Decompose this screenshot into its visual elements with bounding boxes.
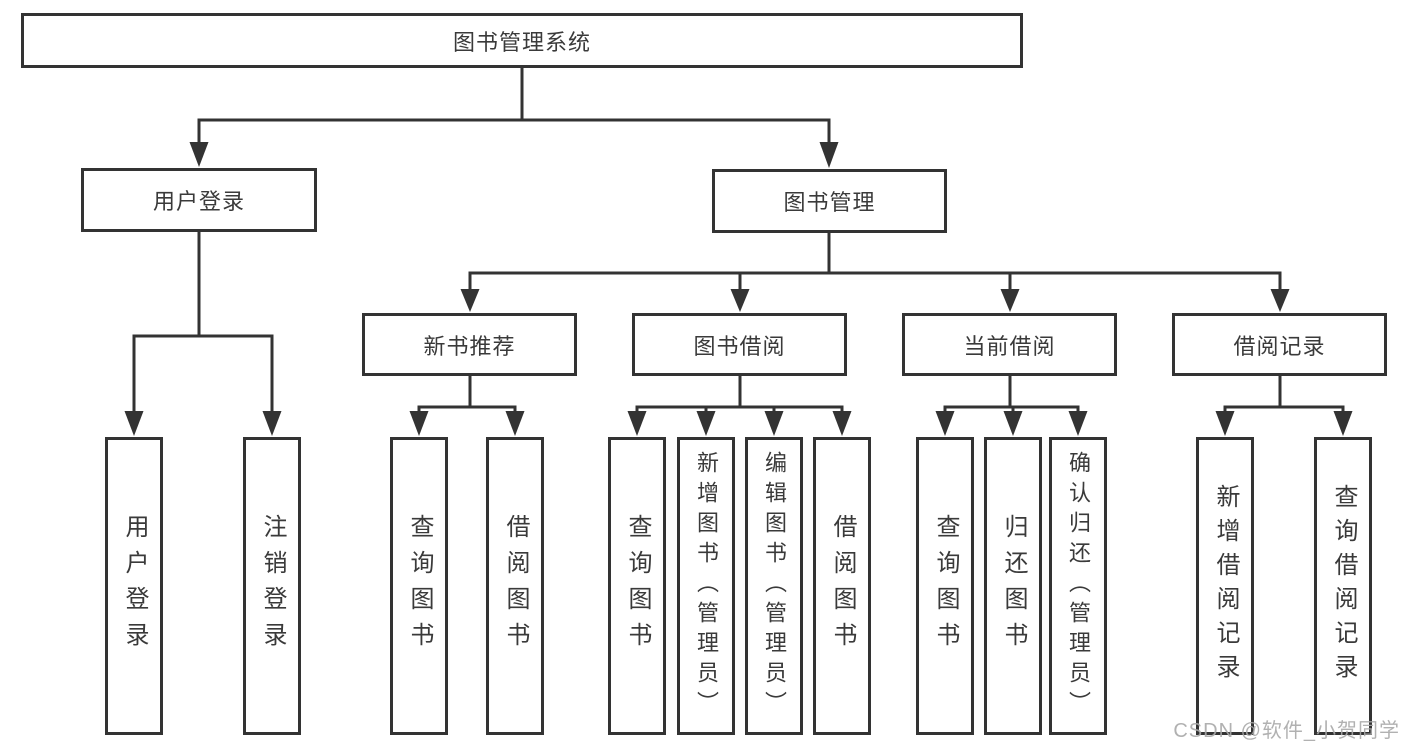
node-label: 图书借阅 (693, 333, 786, 359)
node-user-login: 用户登录 (81, 168, 317, 232)
arrowhead (1068, 411, 1088, 436)
leaf-query-books-recommend: 查询图书 (390, 437, 448, 735)
leaf-borrow-books-recommend: 借阅图书 (486, 437, 544, 735)
node-current-borrowing: 当前借阅 (902, 313, 1117, 376)
arrowhead (1270, 289, 1290, 312)
node-label: 归还图书 (1000, 514, 1027, 658)
arrowhead (832, 411, 852, 436)
node-label: 查询图书 (406, 514, 433, 658)
leaf-edit-books-admin: 编辑图书（管理员） (745, 437, 803, 735)
node-label: 查询图书 (932, 514, 959, 658)
connector-user-login-to-children (124, 230, 282, 436)
node-label: 确认归还（管理员） (1066, 451, 1091, 721)
node-new-book-recommend: 新书推荐 (362, 313, 577, 376)
connector-book-management-to-children (460, 231, 1290, 312)
node-label: 借阅图书 (502, 514, 529, 658)
leaf-query-borrow-record: 查询借阅记录 (1314, 437, 1372, 735)
node-label: 当前借阅 (963, 333, 1056, 359)
node-book-management: 图书管理 (712, 169, 947, 233)
arrowhead (262, 411, 282, 436)
arrowhead (189, 142, 209, 167)
leaf-add-borrow-record: 新增借阅记录 (1196, 437, 1254, 735)
node-label: 用户登录 (152, 189, 245, 214)
csdn-watermark: CSDN @软件_小贺同学 (1173, 720, 1400, 742)
arrowhead (124, 411, 144, 436)
arrowhead (1000, 289, 1020, 312)
arrowhead (627, 411, 647, 436)
connector-root-to-branches (189, 66, 839, 168)
node-label: 查询借阅记录 (1330, 484, 1357, 688)
leaf-logout: 注销登录 (243, 437, 301, 735)
arrowhead (1215, 411, 1235, 436)
connector-new-book-recommend-to-children (409, 374, 525, 436)
node-book-borrowing: 图书借阅 (632, 313, 847, 376)
leaf-query-books-current: 查询图书 (916, 437, 974, 735)
leaf-query-books-borrowing: 查询图书 (608, 437, 666, 735)
leaf-confirm-return-admin: 确认归还（管理员） (1049, 437, 1107, 735)
node-label: 查询图书 (624, 514, 651, 658)
node-label: 注销登录 (259, 514, 286, 658)
node-label: 借阅图书 (829, 514, 856, 658)
connector-borrowing-records-to-children (1215, 374, 1353, 436)
node-library-management-system: 图书管理系统 (21, 13, 1023, 68)
arrowhead (819, 142, 839, 168)
connector-current-borrowing-to-children (935, 374, 1088, 436)
arrowhead (1003, 411, 1023, 436)
leaf-user-login: 用户登录 (105, 437, 163, 735)
connector-book-borrowing-to-children (627, 374, 852, 436)
node-label: 新增图书（管理员） (694, 451, 719, 721)
arrowhead (764, 411, 784, 436)
arrowhead (1333, 411, 1353, 436)
node-borrowing-records: 借阅记录 (1172, 313, 1387, 376)
node-label: 新增借阅记录 (1212, 484, 1239, 688)
arrowhead (409, 411, 429, 436)
node-label: 借阅记录 (1233, 333, 1326, 359)
arrowhead (696, 411, 716, 436)
node-label: 图书管理 (783, 190, 876, 215)
leaf-borrow-books-borrowing: 借阅图书 (813, 437, 871, 735)
arrowhead (460, 289, 480, 312)
node-label: 新书推荐 (423, 333, 516, 359)
node-label: 编辑图书（管理员） (762, 451, 787, 721)
arrowhead (935, 411, 955, 436)
leaf-return-books: 归还图书 (984, 437, 1042, 735)
leaf-add-books-admin: 新增图书（管理员） (677, 437, 735, 735)
arrowhead (505, 411, 525, 436)
node-label: 图书管理系统 (452, 29, 591, 55)
arrowhead (730, 289, 750, 312)
node-label: 用户登录 (121, 514, 148, 658)
